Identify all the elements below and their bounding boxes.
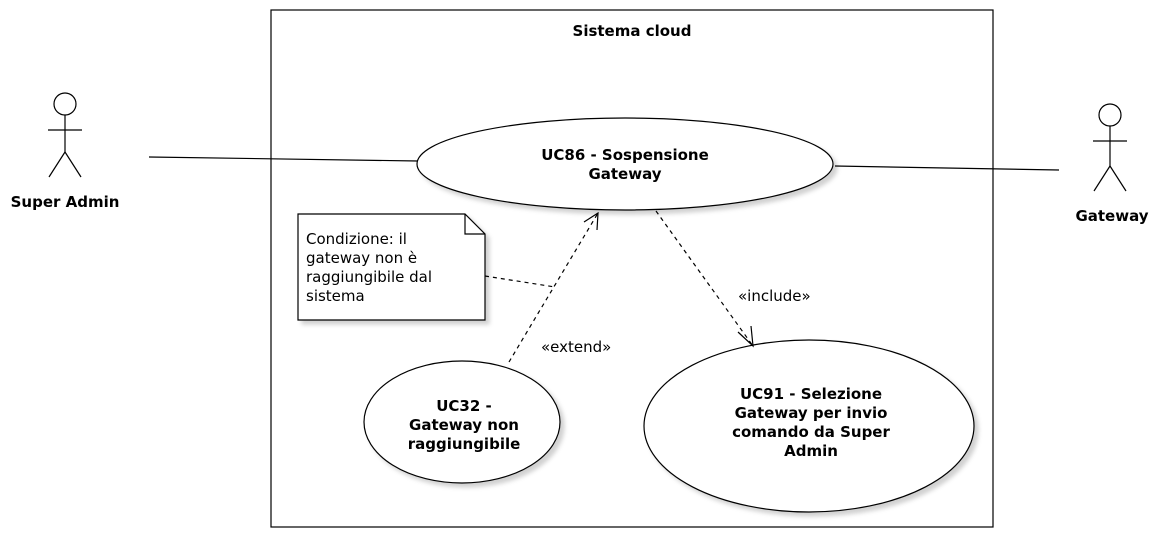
uc91-ellipse [643, 339, 975, 513]
association-super-admin [148, 156, 419, 162]
uc32-label: UC32 - Gateway non raggiungibile [407, 397, 521, 453]
gateway-actor-label: Gateway [1075, 207, 1149, 225]
uc32-ellipse [363, 360, 561, 484]
gateway-actor-icon [1093, 103, 1127, 192]
note-shape [297, 213, 486, 321]
super-admin-actor-icon [48, 92, 82, 178]
note-connector [484, 275, 556, 288]
uc86-ellipse [416, 117, 834, 211]
note-text: Condizione: il gateway non è raggiungibi… [306, 230, 433, 305]
extend-label: «extend» [541, 338, 612, 356]
super-admin-label: Super Admin [10, 193, 120, 211]
association-gateway [834, 165, 1060, 171]
extend-arrowhead [583, 211, 599, 231]
note-fold [464, 214, 485, 235]
include-dependency [655, 210, 754, 347]
include-label: «include» [738, 287, 811, 305]
extend-dependency [508, 212, 599, 363]
uc86-label: UC86 - Sospensione Gateway [541, 146, 709, 183]
system-title: Sistema cloud [572, 22, 692, 40]
include-arrowhead [737, 325, 754, 348]
uc91-label: UC91 - Selezione Gateway per invio coman… [732, 385, 890, 460]
